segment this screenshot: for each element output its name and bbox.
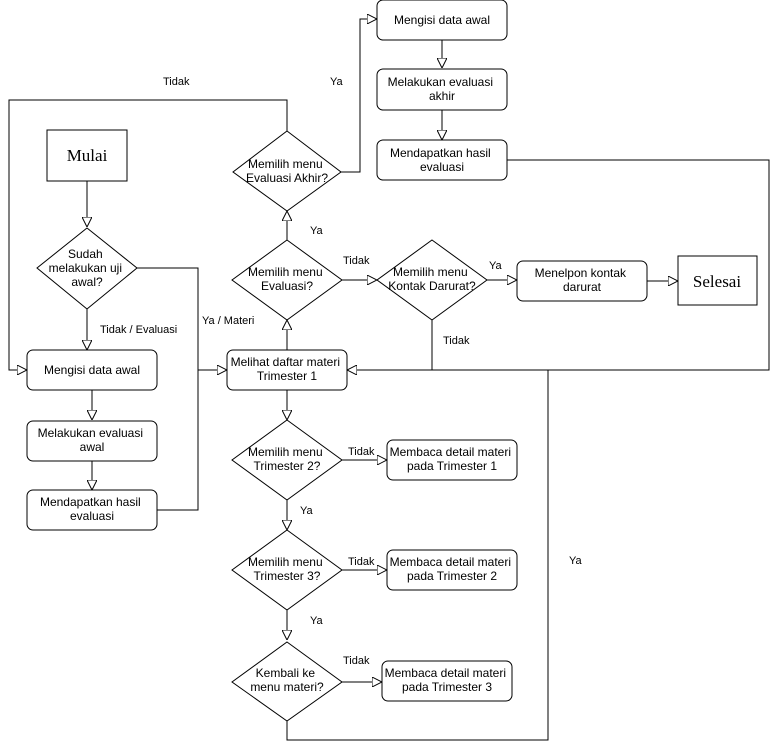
- label-final-eval-yes: Ya: [330, 76, 344, 88]
- label-back-no: Tidak: [343, 655, 370, 667]
- process-detail-trimester-1-label: Membaca detail materi pada Trimester 1: [390, 445, 515, 473]
- decision-initial-test: Sudah melakukan uji awal?: [36, 227, 138, 310]
- process-fill-initial-left-label: Mengisi data awal: [44, 363, 140, 377]
- start-terminal: Mulai: [46, 129, 128, 182]
- edge-result-initial-to-materials: [157, 370, 199, 511]
- label-initial-no-eval: Tidak / Evaluasi: [100, 324, 177, 336]
- decision-trimester-2: Memilih menu Trimester 2?: [231, 419, 343, 501]
- process-result-initial-label: Mendapatkan hasil evaluasi: [40, 495, 144, 523]
- edges: [8, 19, 770, 741]
- label-initial-yes-material: Ya / Materi: [202, 315, 254, 327]
- edge-initial-test-yes: [137, 267, 227, 370]
- decision-evaluation-label: Memilih menu Evaluasi?: [248, 265, 326, 293]
- edge-final-eval-yes: [341, 19, 377, 173]
- edge-result-final-to-materials: [347, 159, 770, 370]
- process-eval-final: Melakukan evaluasi akhir: [376, 68, 508, 111]
- end-label: Selesai: [693, 272, 741, 291]
- process-materials-list: Melihat daftar materi Trimester 1: [226, 349, 348, 391]
- process-result-final: Mendapatkan hasil evaluasi: [376, 139, 508, 181]
- decision-trimester-3: Memilih menu Trimester 3?: [231, 529, 343, 611]
- decision-initial-test-label: Sudah melakukan uji awal?: [49, 247, 126, 289]
- process-call-contact: Menelpon kontak darurat: [516, 260, 648, 302]
- label-t2-yes: Ya: [300, 505, 314, 517]
- process-detail-trimester-3: Membaca detail materi pada Trimester 3: [381, 660, 513, 702]
- process-result-initial: Mendapatkan hasil evaluasi: [26, 489, 158, 531]
- label-no-top-loop: Tidak: [163, 76, 190, 88]
- decision-evaluation: Memilih menu Evaluasi?: [231, 239, 343, 321]
- label-evaluation-no: Tidak: [343, 255, 370, 267]
- label-t3-no: Tidak: [348, 556, 375, 568]
- process-result-final-label: Mendapatkan hasil evaluasi: [390, 146, 494, 174]
- decision-final-evaluation: Memilih menu Evaluasi Akhir?: [232, 130, 342, 212]
- decision-emergency-contact-label: Memilih menu Kontak Darurat?: [388, 265, 476, 293]
- edge-back-yes: [286, 370, 549, 741]
- label-t3-yes: Ya: [310, 615, 324, 627]
- edge-final-eval-no-loop: [8, 99, 288, 370]
- process-call-contact-label: Menelpon kontak darurat: [535, 266, 630, 294]
- process-detail-trimester-3-label: Membaca detail materi pada Trimester 3: [385, 666, 510, 694]
- end-terminal: Selesai: [677, 255, 758, 306]
- decision-trimester-2-label: Memilih menu Trimester 2?: [248, 445, 326, 473]
- decision-back-to-menu: Kembali ke menu materi?: [231, 641, 343, 722]
- process-fill-initial-top: Mengisi data awal: [376, 0, 508, 41]
- label-t2-no: Tidak: [348, 446, 375, 458]
- label-evaluation-yes: Ya: [310, 225, 324, 237]
- label-back-yes: Ya: [569, 555, 583, 567]
- process-materials-list-label: Melihat daftar materi Trimester 1: [231, 355, 344, 383]
- start-label: Mulai: [67, 146, 108, 165]
- decision-trimester-3-label: Memilih menu Trimester 3?: [248, 555, 326, 583]
- label-emergency-no: Tidak: [443, 335, 470, 347]
- decision-emergency-contact: Memilih menu Kontak Darurat?: [376, 239, 488, 321]
- decision-back-to-menu-label: Kembali ke menu materi?: [250, 666, 324, 694]
- edge-labels: Tidak Ya Ya Tidak Ya Tidak Tidak / Evalu…: [100, 76, 583, 667]
- process-fill-initial-top-label: Mengisi data awal: [394, 13, 490, 27]
- process-detail-trimester-1: Membaca detail materi pada Trimester 1: [386, 439, 518, 481]
- process-detail-trimester-2: Membaca detail materi pada Trimester 2: [386, 549, 518, 591]
- process-detail-trimester-2-label: Membaca detail materi pada Trimester 2: [390, 555, 515, 583]
- decision-final-evaluation-label: Memilih menu Evaluasi Akhir?: [246, 157, 328, 185]
- process-eval-initial: Melakukan evaluasi awal: [26, 420, 158, 462]
- process-eval-final-label: Melakukan evaluasi akhir: [388, 75, 497, 103]
- process-eval-initial-label: Melakukan evaluasi awal: [38, 426, 147, 454]
- process-fill-initial-left: Mengisi data awal: [26, 349, 158, 391]
- label-emergency-yes: Ya: [489, 260, 503, 272]
